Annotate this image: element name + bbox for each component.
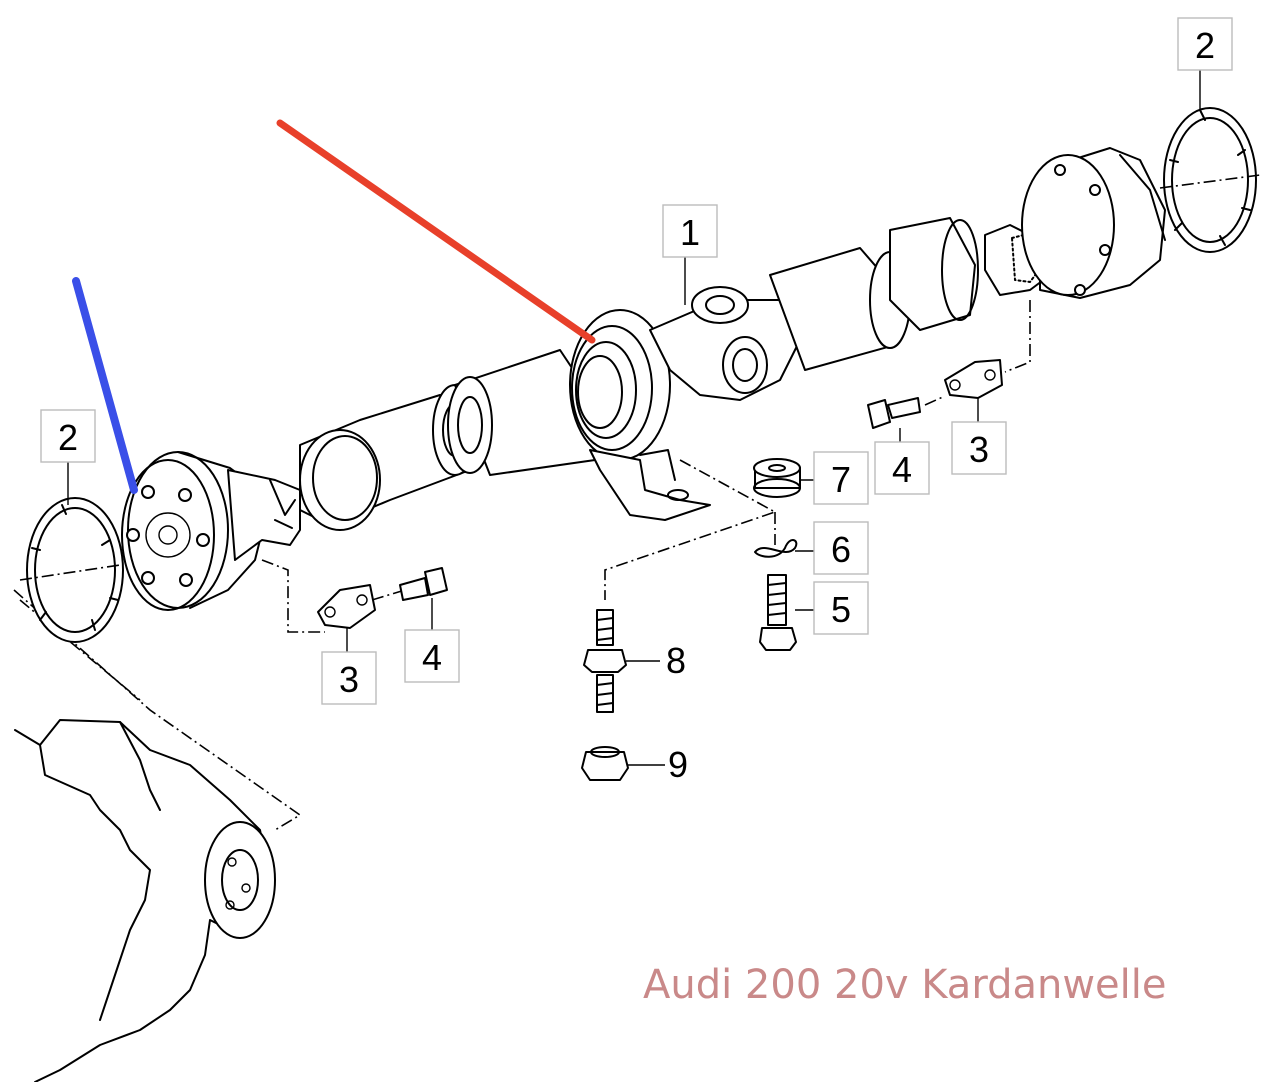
- svg-text:2: 2: [1195, 25, 1215, 66]
- svg-text:4: 4: [422, 637, 442, 678]
- screw-left: [399, 567, 448, 601]
- leader-lines: [67, 70, 1201, 766]
- svg-text:2: 2: [58, 417, 78, 458]
- center-bearing: [569, 309, 711, 521]
- svg-text:3: 3: [339, 659, 359, 700]
- washer: [754, 539, 798, 558]
- callout-7: 7: [813, 451, 869, 505]
- svg-text:9: 9: [668, 744, 688, 785]
- segment-left: [317, 584, 376, 629]
- spacer: [753, 458, 801, 498]
- callout-8: 8: [666, 640, 686, 681]
- svg-text:7: 7: [831, 459, 851, 500]
- bolt: [759, 574, 797, 651]
- callout-9: 9: [668, 744, 688, 785]
- callout-4-right: 4: [874, 441, 930, 495]
- callout-5: 5: [813, 581, 869, 635]
- svg-text:8: 8: [666, 640, 686, 681]
- clamp-ring-left: [19, 497, 124, 643]
- shaft-rear-section: [769, 217, 1051, 371]
- blue-annotation-line: [72, 277, 138, 494]
- callout-6: 6: [813, 521, 869, 575]
- callout-3-right: 3: [951, 421, 1007, 475]
- shaft-middle-tube: [447, 349, 601, 476]
- stud: [583, 609, 627, 713]
- assembly-axis-lines: [261, 300, 1031, 633]
- clamp-ring-right: [1159, 107, 1261, 253]
- callout-3-left: 3: [321, 651, 377, 705]
- screw-right: [867, 397, 921, 429]
- svg-text:3: 3: [969, 429, 989, 470]
- svg-text:4: 4: [892, 449, 912, 490]
- svg-text:1: 1: [680, 212, 700, 253]
- flex-disc-right: [1021, 147, 1166, 299]
- callout-4-left: 4: [404, 629, 460, 683]
- svg-text:5: 5: [831, 589, 851, 630]
- flex-disc-left: [121, 451, 266, 611]
- universal-joint: [649, 286, 801, 401]
- svg-text:6: 6: [831, 529, 851, 570]
- callout-2-left: 2: [40, 409, 96, 463]
- callout-1: 1: [662, 204, 718, 258]
- segment-right: [944, 359, 1003, 399]
- callout-2-right: 2: [1177, 17, 1233, 71]
- diagram-caption: Audi 200 20v Kardanwelle: [643, 962, 1167, 1008]
- transmission-housing: [13, 589, 302, 1082]
- shaft-front-section: [227, 384, 478, 561]
- nut: [581, 746, 629, 781]
- red-annotation-line: [276, 119, 596, 344]
